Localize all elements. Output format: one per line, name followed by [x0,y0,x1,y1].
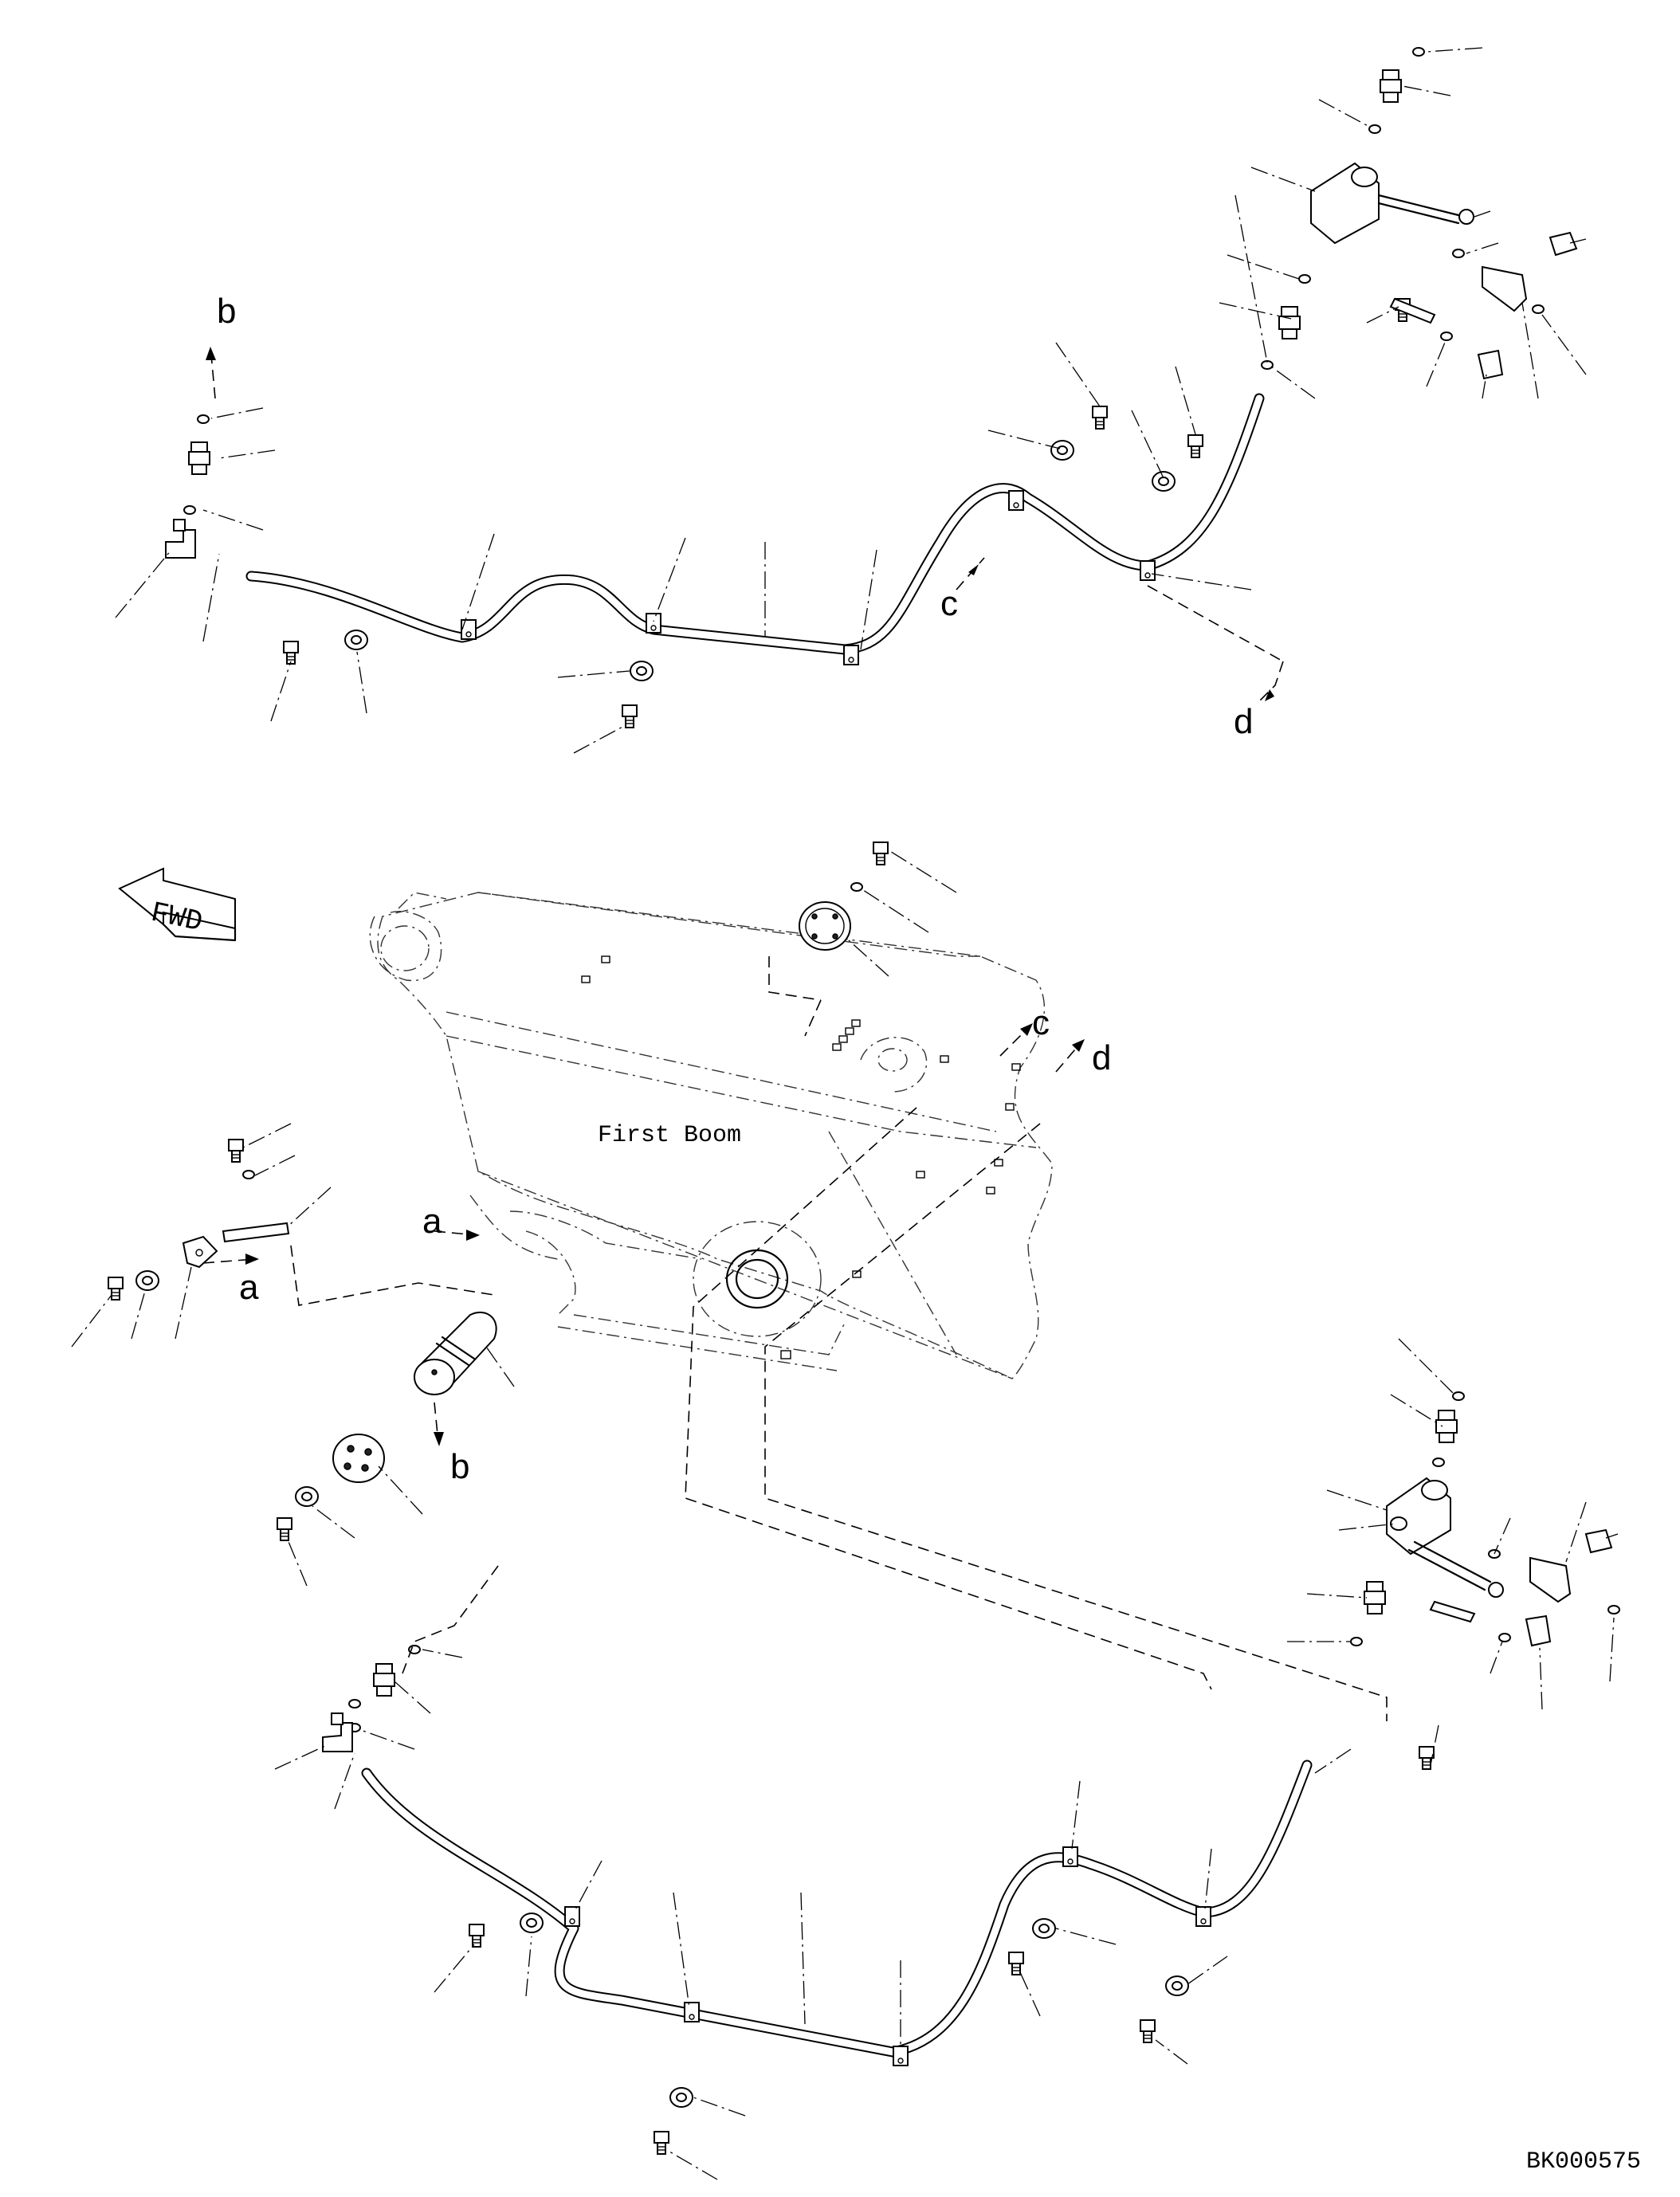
hose-icon [245,393,1265,655]
upper-hose-assembly: b c d [115,47,1587,754]
first-boom-outline: First Boom [369,892,1053,1379]
leader-lines [71,849,957,1587]
pin-icon [414,1311,497,1395]
o-ring-icon [348,1391,1620,1732]
ball-valve-icon [1310,162,1578,380]
leader-lines [115,47,1587,754]
view-label-b-boom: b [450,1447,469,1486]
o-ring-icon [183,47,1545,515]
view-label-d-boom: d [1092,1038,1111,1077]
view-label-a-boom: a [422,1202,442,1241]
hose-icon [361,1760,1313,2058]
elbow-fitting-icon [322,1712,353,1752]
fwd-arrow-icon: FWD [118,867,237,942]
drawing-number: BK000575 [1526,2148,1641,2175]
view-label-b-top: b [217,292,236,331]
adapter-icon [373,1410,1458,1697]
ball-valve-icon [1386,1477,1613,1647]
pin-lock-assembly [108,1139,290,1301]
view-label-a-lock: a [239,1268,259,1307]
view-label-d-top: d [1234,702,1253,741]
cover-plate-icon [332,1434,385,1483]
washer-icon [520,1913,1189,2108]
leader-lines [274,1338,1619,2180]
view-label-c-top: c [940,584,958,623]
boom-label: First Boom [598,1122,741,1149]
adapter-icon [188,69,1402,475]
elbow-fitting-icon [165,519,196,559]
clamp-icon [564,1846,1211,2066]
view-label-c-boom: c [1032,1003,1050,1042]
lower-hose-assembly [274,1338,1620,2180]
cover-plate-icon [799,901,851,951]
